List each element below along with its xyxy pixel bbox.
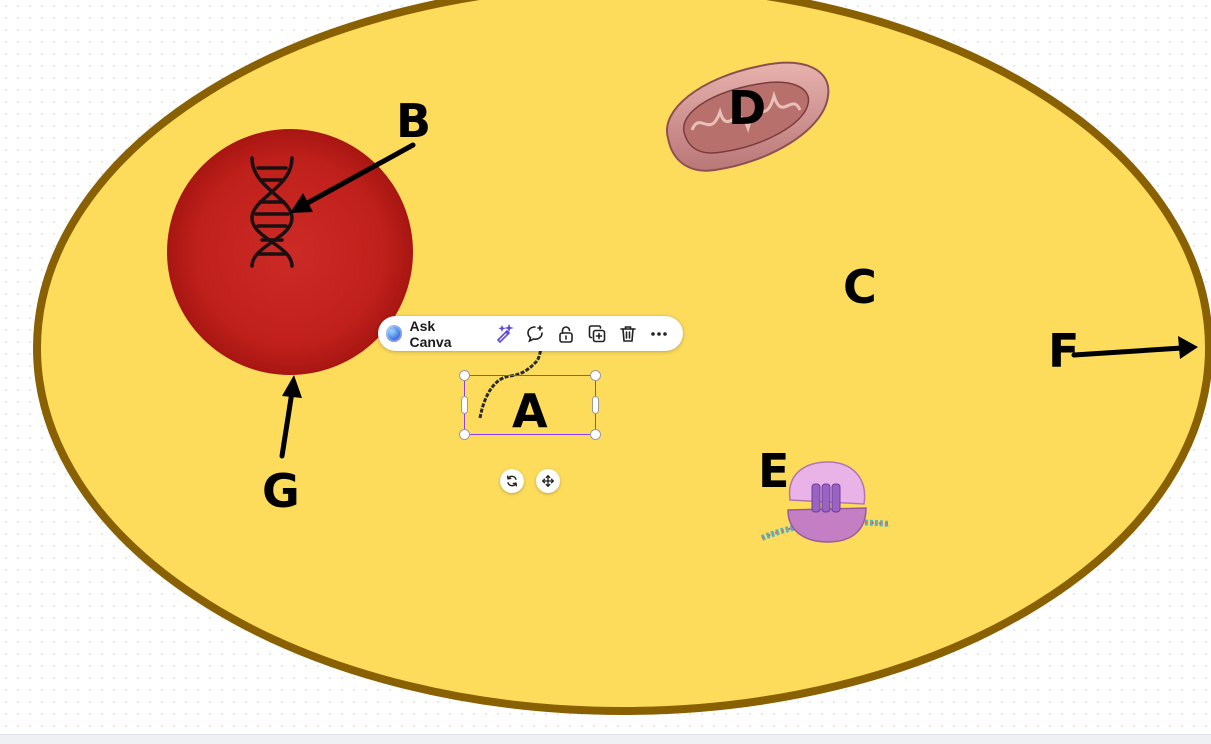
lock-icon xyxy=(559,325,574,343)
label-d[interactable]: D xyxy=(728,81,767,135)
ask-canva-button[interactable]: Ask Canva xyxy=(386,318,489,350)
magic-edit-button[interactable] xyxy=(489,320,520,348)
arrow-b[interactable] xyxy=(290,142,416,213)
canva-assistant-icon xyxy=(386,325,403,342)
resize-handle-bottom-right[interactable] xyxy=(590,429,601,440)
trash-icon xyxy=(620,325,637,342)
label-b[interactable]: B xyxy=(396,94,432,148)
floating-toolbar: Ask Canva xyxy=(378,316,683,351)
delete-button[interactable] xyxy=(613,320,644,348)
resize-handle-top-left[interactable] xyxy=(459,370,470,381)
comment-button[interactable] xyxy=(520,320,551,348)
arrow-g[interactable] xyxy=(279,375,302,459)
resize-handle-left[interactable] xyxy=(461,396,468,414)
arrow-f[interactable] xyxy=(1071,336,1198,359)
ask-canva-label: Ask Canva xyxy=(409,317,452,350)
nucleus[interactable] xyxy=(167,129,413,375)
label-c[interactable]: C xyxy=(843,260,877,314)
dna-icon xyxy=(250,156,294,268)
move-icon xyxy=(541,474,555,488)
duplicate-button[interactable] xyxy=(582,320,613,348)
mitochondrion[interactable] xyxy=(665,61,830,172)
resize-handle-top-right[interactable] xyxy=(590,370,601,381)
label-a[interactable]: A xyxy=(512,384,548,438)
ribosome[interactable] xyxy=(760,461,891,543)
label-e[interactable]: E xyxy=(758,444,790,498)
resize-handle-right[interactable] xyxy=(592,396,599,414)
label-g[interactable]: G xyxy=(262,464,300,518)
more-options-button[interactable] xyxy=(644,320,675,348)
move-button[interactable] xyxy=(536,469,560,493)
bottom-scroll-area[interactable] xyxy=(0,734,1211,744)
resize-handle-bottom-left[interactable] xyxy=(459,429,470,440)
lock-button[interactable] xyxy=(551,320,582,348)
rotate-button[interactable] xyxy=(500,469,524,493)
selection-box[interactable] xyxy=(459,370,601,440)
magic-edit-icon xyxy=(497,323,515,343)
label-f[interactable]: F xyxy=(1048,324,1080,378)
rna-strand-icon xyxy=(478,345,544,419)
comment-icon xyxy=(527,324,544,343)
cell-cytoplasm[interactable] xyxy=(33,0,1211,715)
duplicate-icon xyxy=(589,324,606,342)
rotate-icon xyxy=(506,475,518,487)
more-icon xyxy=(651,331,668,336)
